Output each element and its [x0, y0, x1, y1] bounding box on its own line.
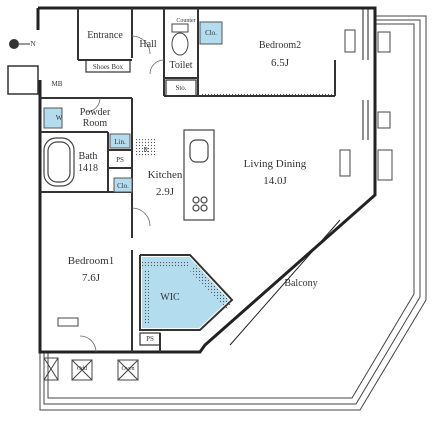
accent-fixtures [43, 21, 229, 328]
oven-label: Oven [121, 366, 135, 372]
closet-dotted [135, 92, 335, 324]
compass-label: N [30, 40, 36, 48]
exterior-units [43, 357, 139, 381]
w-label: W [55, 114, 63, 122]
entrance-label: Entrance [87, 30, 123, 41]
ps-label-2: PS [146, 335, 154, 343]
interior-walls [40, 8, 336, 352]
toilet-label: Toilet [169, 60, 193, 71]
sto-label: Sto. [175, 84, 187, 92]
compass-icon [9, 39, 30, 49]
kitchen-island [183, 129, 215, 221]
hall-label: Hall [139, 39, 157, 50]
bath-size: 1418 [78, 163, 98, 174]
balcony-outline [39, 15, 427, 411]
bath-label: Bath [78, 151, 98, 162]
lin-label: Lin. [114, 138, 126, 146]
r-label: R [143, 146, 149, 154]
shoes-box-label: Shoes Box [92, 63, 124, 71]
bedroom2-size: 6.5J [270, 57, 290, 69]
door-swings [79, 35, 165, 353]
bedroom1-label: Bedroom1 [67, 255, 115, 267]
balcony-label: Balcony [284, 278, 318, 289]
bedroom1-size: 7.6J [81, 272, 101, 284]
bathtub [43, 137, 75, 187]
exterior-walls [36, 6, 377, 354]
bedroom2-label: Bedroom2 [258, 40, 302, 51]
kitchen-size: 2.9J [155, 186, 175, 198]
wall-windows [229, 8, 369, 346]
living-dining-size: 14.0J [263, 175, 287, 187]
ps-label-1: PS [116, 156, 124, 164]
kitchen-label: Kitchen [147, 169, 183, 181]
clo-label-2: Clo. [205, 29, 217, 37]
powder-room-label-2: Room [82, 118, 108, 129]
window-boxes [57, 29, 393, 327]
wic-label: WIC [160, 292, 180, 303]
mb-label: MB [51, 80, 63, 88]
counter-label: Counter [176, 18, 196, 24]
toilet-fixture [171, 23, 189, 56]
mb-box [7, 65, 39, 95]
powder-room-label-1: Powder [79, 107, 111, 118]
living-dining-label: Living Dining [243, 158, 307, 170]
odd-label: Odd [76, 366, 88, 372]
clo-label-1: Clo. [117, 182, 129, 190]
